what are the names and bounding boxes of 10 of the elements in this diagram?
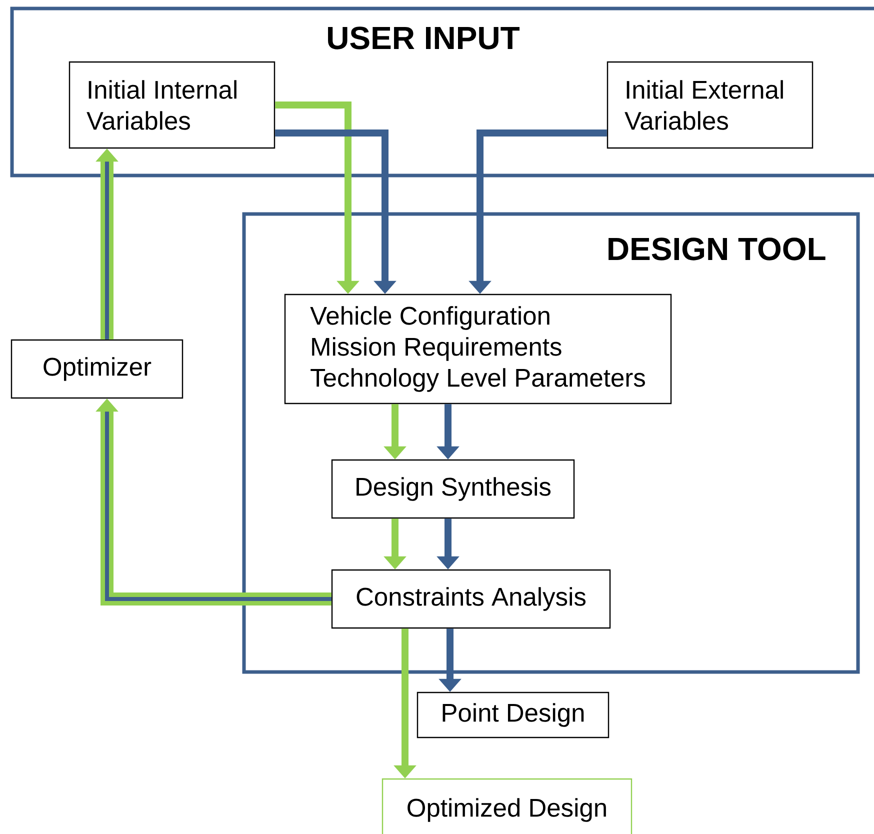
process-box: Vehicle Configuration Mission Requirements Technology Level Parameters xyxy=(284,294,672,404)
process-box: Design Synthesis xyxy=(331,459,575,519)
process-box: Constraints Analysis xyxy=(331,569,611,629)
process-box: Initial External Variables xyxy=(606,61,814,149)
region-title: DESIGN TOOL xyxy=(608,238,826,260)
output-box: Optimized Design xyxy=(382,778,632,834)
region-title: USER INPUT xyxy=(328,26,520,50)
process-box: Point Design xyxy=(416,692,610,738)
process-box: Initial Internal Variables xyxy=(68,61,276,149)
process-box: Optimizer xyxy=(10,339,184,399)
